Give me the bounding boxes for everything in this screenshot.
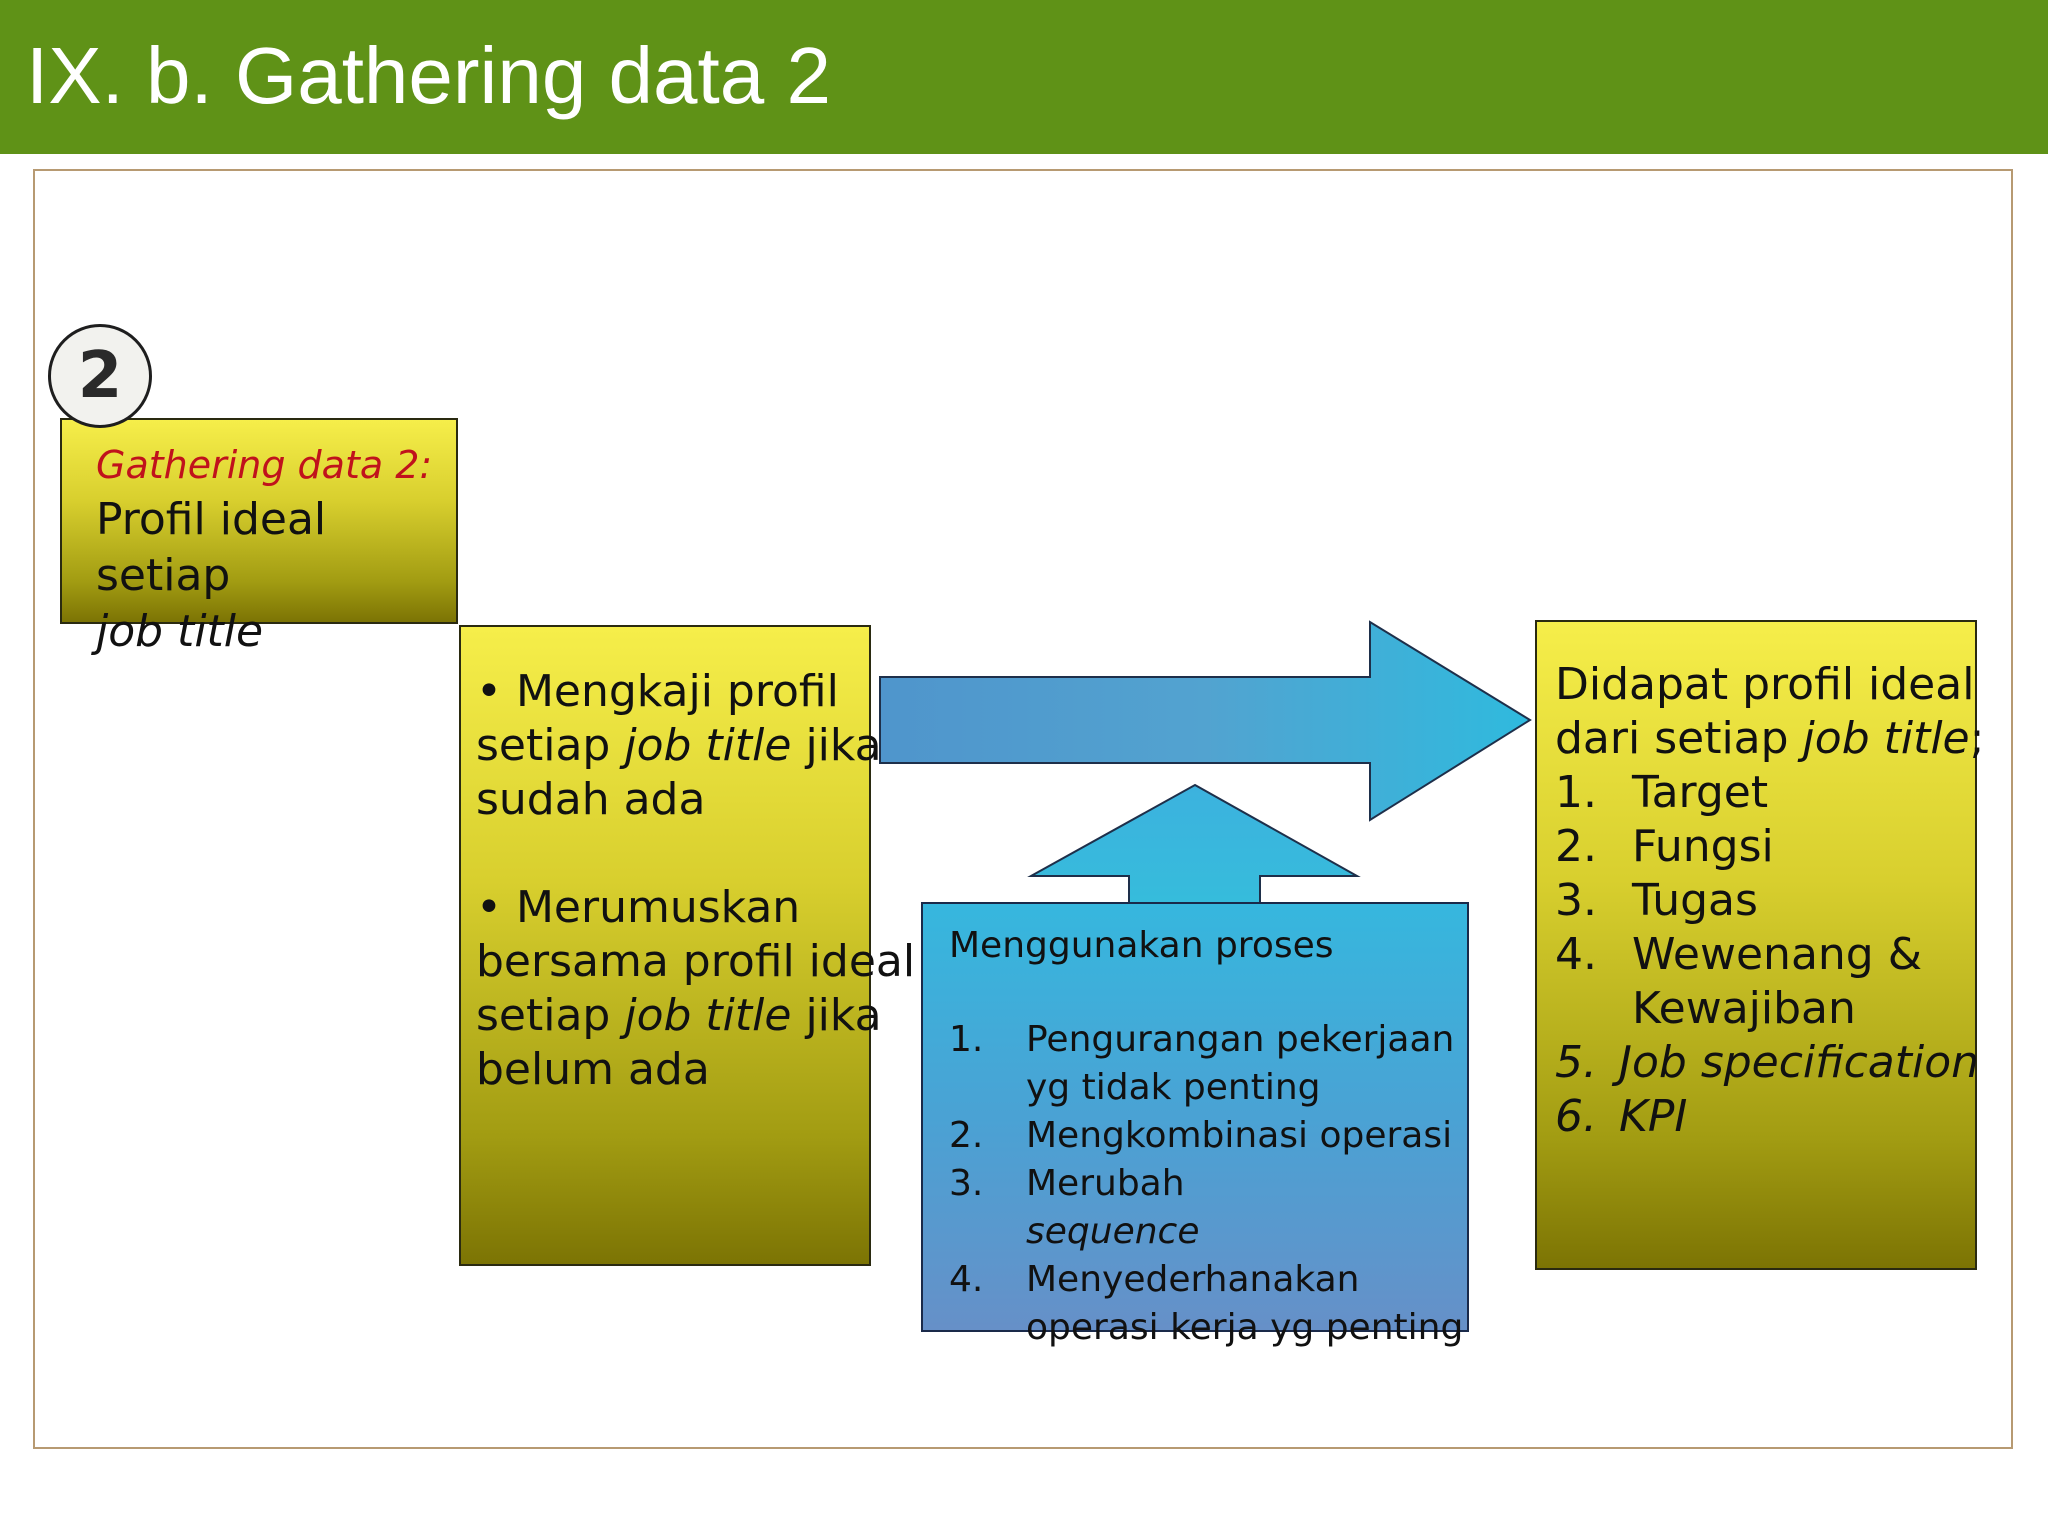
result-item-5: 5. Job specification: [1555, 1036, 1979, 1090]
text: jika: [791, 990, 882, 1041]
result-item-2-text: Fungsi: [1632, 821, 1774, 872]
job-title-emphasis: job title: [624, 720, 792, 771]
text: setiap: [476, 720, 625, 771]
process-spacer: [949, 970, 1467, 1016]
result-item-3: 3. Tugas: [1555, 874, 1975, 928]
list-number: 4.: [949, 1259, 984, 1300]
process-intro: Menggunakan proses: [949, 925, 1334, 966]
result-item-5-text: Job specification: [1619, 1037, 1980, 1088]
result-box: Didapat profil ideal dari setiap job tit…: [1535, 620, 1984, 1270]
activity-item-2-line-4: belum ada: [476, 1044, 710, 1095]
step-label-text: Profil ideal setiap: [96, 494, 327, 601]
activity-item-2-text-1: Merumuskan: [515, 882, 801, 933]
activity-item-1-line-1: • Mengkaji profil: [476, 665, 869, 719]
list-number: 3.: [1555, 875, 1597, 926]
activity-item-2-line-2: bersama profil ideal: [476, 936, 916, 987]
process-item-4-text: Menyederhanakan operasi kerja yg penting: [1026, 1256, 1463, 1352]
list-number: 1.: [949, 1019, 984, 1060]
text: setiap: [476, 990, 625, 1041]
activity-item-2-line-3: setiap job title jika: [476, 989, 882, 1043]
result-item-1: 1. Target: [1555, 766, 1975, 820]
result-item-4-text: Wewenang & Kewajiban: [1632, 928, 1922, 1036]
job-title-emphasis: job title: [624, 990, 792, 1041]
bullet-icon: •: [476, 666, 502, 717]
text: Kewajiban: [1632, 983, 1856, 1034]
step-label-box: Gathering data 2: Profil ideal setiap jo…: [60, 418, 458, 657]
activity-item-1-text-1: Mengkaji profil: [515, 666, 839, 717]
paragraph-gap: [476, 827, 869, 881]
step-number-badge: 2: [48, 324, 152, 428]
process-item-4: 4. Menyederhanakan operasi kerja yg pent…: [949, 1256, 1467, 1352]
list-number: 5.: [1555, 1037, 1597, 1088]
list-number: 6.: [1555, 1091, 1597, 1142]
process-item-3: 3. Merubah sequence: [949, 1160, 1467, 1256]
text: jika: [791, 720, 882, 771]
process-item-1-text: Pengurangan pekerjaan yg tidak penting: [1026, 1016, 1454, 1112]
title-bar: IX. b. Gathering data 2: [0, 0, 2048, 154]
activity-box: • Mengkaji profil setiap job title jika …: [459, 625, 916, 1266]
text: yg tidak penting: [1026, 1067, 1321, 1108]
activity-item-1-line-2: setiap job title jika: [476, 719, 882, 773]
right-arrow: [879, 620, 1532, 822]
text: operasi kerja yg penting: [1026, 1307, 1464, 1348]
list-number: 2.: [1555, 821, 1597, 872]
process-item-2-text: Mengkombinasi operasi: [1026, 1112, 1452, 1160]
up-arrow: [1027, 783, 1361, 904]
step-label-heading: Gathering data 2:: [96, 443, 433, 487]
text: Wewenang &: [1632, 929, 1923, 980]
activity-item-2-line-1: • Merumuskan: [476, 881, 869, 935]
text: Merubah sequence: [1026, 1160, 1199, 1256]
result-line-1: Didapat profil ideal: [1555, 659, 1975, 710]
process-item-3-text: Merubah sequence: [1026, 1160, 1199, 1256]
list-number: 3.: [949, 1163, 984, 1204]
page-title: IX. b. Gathering data 2: [26, 31, 831, 120]
text: Mengkombinasi operasi: [1026, 1115, 1453, 1156]
result-line-2: dari setiap job title;: [1555, 712, 1984, 766]
text: Merubah: [1026, 1163, 1185, 1204]
text: ;: [1969, 713, 1985, 764]
list-number: 4.: [1555, 929, 1597, 980]
result-item-3-text: Tugas: [1632, 875, 1758, 926]
process-item-2: 2. Mengkombinasi operasi: [949, 1112, 1467, 1160]
list-number: 2.: [949, 1115, 984, 1156]
text: dari setiap: [1555, 713, 1803, 764]
result-item-6-text: KPI: [1619, 1091, 1688, 1142]
result-item-2: 2. Fungsi: [1555, 820, 1975, 874]
process-box: Menggunakan proses 1. Pengurangan pekerj…: [921, 902, 1469, 1348]
process-item-1: 1. Pengurangan pekerjaan yg tidak pentin…: [949, 1016, 1467, 1112]
step-label-italic: job title: [96, 606, 264, 657]
content-frame: [33, 169, 2013, 1449]
list-number: 1.: [1555, 767, 1597, 818]
sequence-emphasis: sequence: [1026, 1211, 1200, 1252]
text: Pengurangan pekerjaan: [1026, 1019, 1455, 1060]
bullet-icon: •: [476, 882, 502, 933]
result-item-6: 6. KPI: [1555, 1090, 1975, 1144]
text: Menyederhanakan: [1026, 1259, 1360, 1300]
job-title-emphasis: job title: [1802, 713, 1970, 764]
result-item-4: 4. Wewenang & Kewajiban: [1555, 928, 1975, 1036]
result-item-1-text: Target: [1632, 767, 1769, 818]
activity-item-1-line-3: sudah ada: [476, 774, 706, 825]
